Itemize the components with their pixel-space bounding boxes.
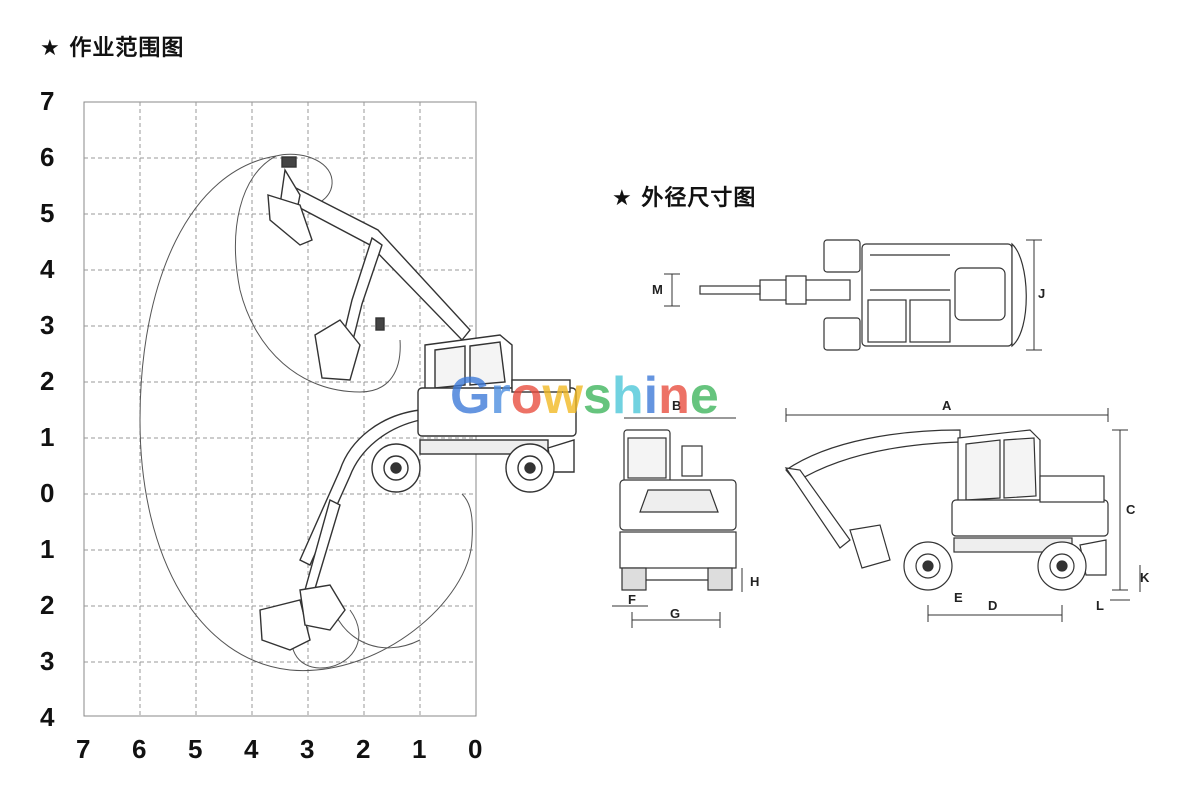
watermark-letter: e — [689, 367, 719, 425]
dim-label-l: L — [1096, 598, 1104, 613]
x-tick-label: 4 — [244, 734, 259, 764]
side-view-drawing — [784, 429, 1109, 591]
watermark-letter: w — [542, 367, 583, 425]
dim-label-a: A — [942, 398, 952, 413]
y-tick-label: 1 — [40, 422, 55, 452]
dimension-lines — [612, 239, 1141, 628]
raised-boom-arm — [267, 156, 471, 381]
dim-label-e: E — [954, 590, 963, 605]
dim-label-b: B — [672, 398, 682, 413]
work-range-grid — [83, 101, 477, 717]
dim-label-k: K — [1140, 570, 1150, 585]
dim-label-d: D — [988, 598, 998, 613]
x-tick-label: 0 — [468, 734, 483, 764]
y-tick-label: 7 — [40, 86, 55, 116]
dim-label-g: G — [670, 606, 681, 621]
watermark-letter: h — [611, 367, 644, 425]
growshine-watermark: Growshine — [450, 366, 719, 426]
watermark-letter: s — [582, 367, 612, 425]
x-tick-label: 1 — [412, 734, 427, 764]
y-tick-label: 3 — [40, 310, 55, 340]
dimension-title: ★ 外径尺寸图 — [612, 186, 757, 211]
work-range-title: ★ 作业范围图 — [40, 36, 185, 61]
dim-label-m: M — [652, 282, 663, 297]
dim-label-c: C — [1126, 502, 1136, 517]
y-tick-label: 2 — [40, 590, 55, 620]
x-tick-label: 2 — [356, 734, 371, 764]
watermark-letter: G — [450, 367, 491, 425]
x-tick-label: 3 — [300, 734, 315, 764]
dim-label-f: F — [628, 592, 636, 607]
y-tick-label: 1 — [40, 534, 55, 564]
x-tick-label: 7 — [76, 734, 91, 764]
excavator-side-body — [371, 334, 577, 493]
y-tick-label: 5 — [40, 198, 55, 228]
top-view-drawing — [699, 239, 1027, 351]
y-tick-label: 4 — [40, 702, 55, 732]
x-tick-label: 5 — [188, 734, 203, 764]
dim-label-h: H — [750, 574, 760, 589]
y-tick-label: 4 — [40, 254, 55, 284]
y-tick-label: 0 — [40, 478, 55, 508]
watermark-letter: r — [490, 367, 511, 425]
watermark-letter: n — [658, 367, 690, 425]
y-tick-label: 3 — [40, 646, 55, 676]
dim-label-j: J — [1038, 286, 1046, 301]
y-tick-label: 2 — [40, 366, 55, 396]
x-tick-label: 6 — [132, 734, 147, 764]
front-view-drawing — [619, 429, 737, 591]
watermark-letter: o — [510, 367, 543, 425]
watermark-letter: i — [643, 367, 659, 425]
y-tick-label: 6 — [40, 142, 55, 172]
lowered-boom-arm — [259, 409, 421, 651]
